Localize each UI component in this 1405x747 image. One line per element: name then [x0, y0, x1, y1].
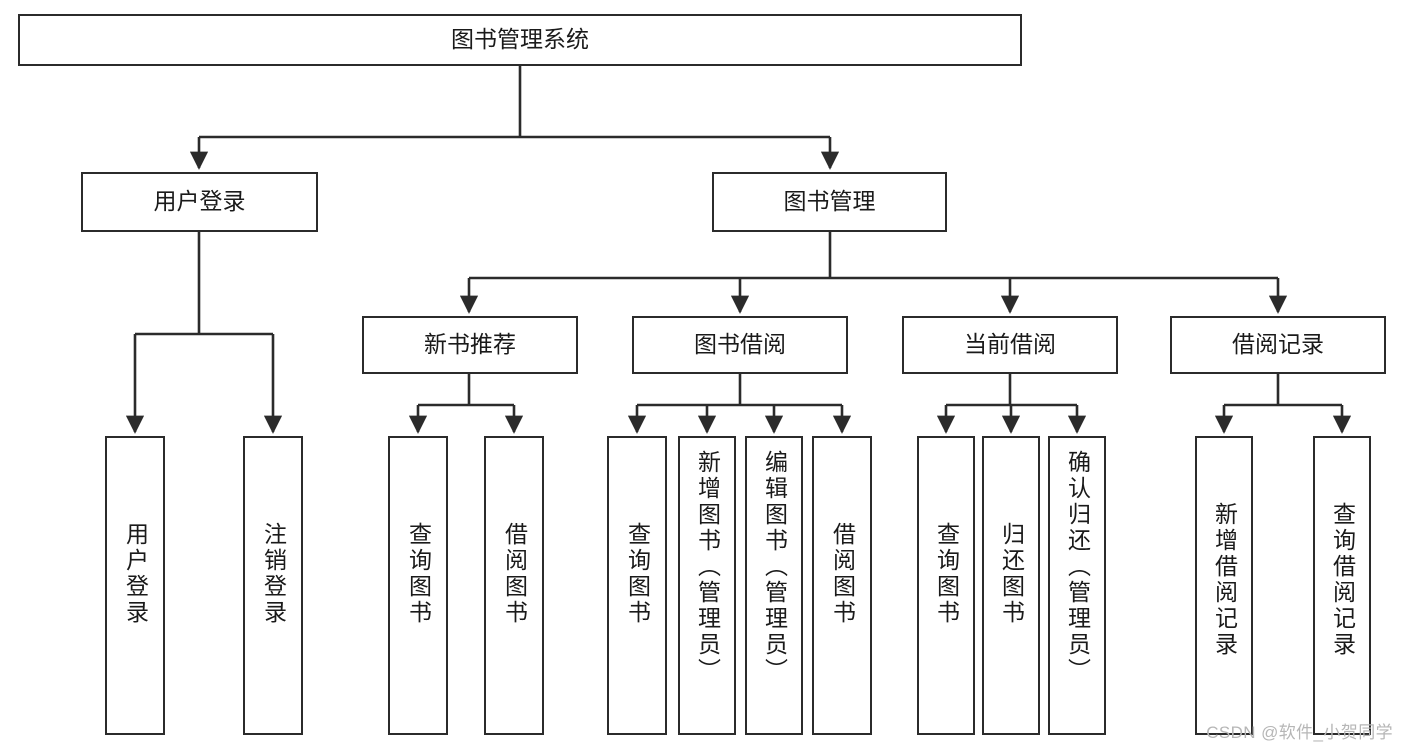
- node-label: 当前借阅: [964, 331, 1056, 358]
- node-label: 归还图书: [998, 522, 1025, 626]
- leaf-return-book[interactable]: 归还图书: [982, 436, 1040, 735]
- node-book-management[interactable]: 图书管理: [712, 172, 947, 232]
- node-label: 借阅记录: [1232, 331, 1324, 358]
- leaf-logout[interactable]: 注销登录: [243, 436, 303, 735]
- node-label: 注销登录: [260, 522, 287, 626]
- node-label: 新增图书（管理员）: [694, 450, 721, 684]
- leaf-query-borrow-record[interactable]: 查询借阅记录: [1313, 436, 1371, 735]
- node-label: 查询图书: [405, 522, 432, 626]
- node-label: 图书借阅: [694, 331, 786, 358]
- node-label: 新书推荐: [424, 331, 516, 358]
- node-label: 查询图书: [624, 522, 651, 626]
- leaf-edit-book-admin[interactable]: 编辑图书（管理员）: [745, 436, 803, 735]
- node-label: 借阅图书: [501, 522, 528, 626]
- leaf-user-login[interactable]: 用户登录: [105, 436, 165, 735]
- node-label: 新增借阅记录: [1211, 502, 1238, 658]
- node-label: 查询借阅记录: [1329, 502, 1356, 658]
- node-new-book-recommend[interactable]: 新书推荐: [362, 316, 578, 374]
- node-label: 图书管理系统: [451, 26, 589, 53]
- node-root-system[interactable]: 图书管理系统: [18, 14, 1022, 66]
- leaf-query-book-current[interactable]: 查询图书: [917, 436, 975, 735]
- node-label: 编辑图书（管理员）: [761, 450, 788, 684]
- node-label: 借阅图书: [829, 522, 856, 626]
- node-label: 用户登录: [153, 188, 246, 215]
- node-borrow-record[interactable]: 借阅记录: [1170, 316, 1386, 374]
- leaf-borrow-book[interactable]: 借阅图书: [812, 436, 872, 735]
- leaf-confirm-return-admin[interactable]: 确认归还（管理员）: [1048, 436, 1106, 735]
- node-label: 用户登录: [122, 522, 149, 626]
- node-label: 图书管理: [783, 188, 876, 215]
- leaf-query-book-borrow[interactable]: 查询图书: [607, 436, 667, 735]
- watermark: CSDN @软件_小贺同学: [1206, 723, 1393, 742]
- leaf-query-book-recommend[interactable]: 查询图书: [388, 436, 448, 735]
- node-label: 确认归还（管理员）: [1064, 450, 1091, 684]
- node-current-borrow[interactable]: 当前借阅: [902, 316, 1118, 374]
- node-label: 查询图书: [933, 522, 960, 626]
- leaf-add-borrow-record[interactable]: 新增借阅记录: [1195, 436, 1253, 735]
- leaf-add-book-admin[interactable]: 新增图书（管理员）: [678, 436, 736, 735]
- leaf-borrow-book-recommend[interactable]: 借阅图书: [484, 436, 544, 735]
- node-book-borrow[interactable]: 图书借阅: [632, 316, 848, 374]
- node-user-login[interactable]: 用户登录: [81, 172, 318, 232]
